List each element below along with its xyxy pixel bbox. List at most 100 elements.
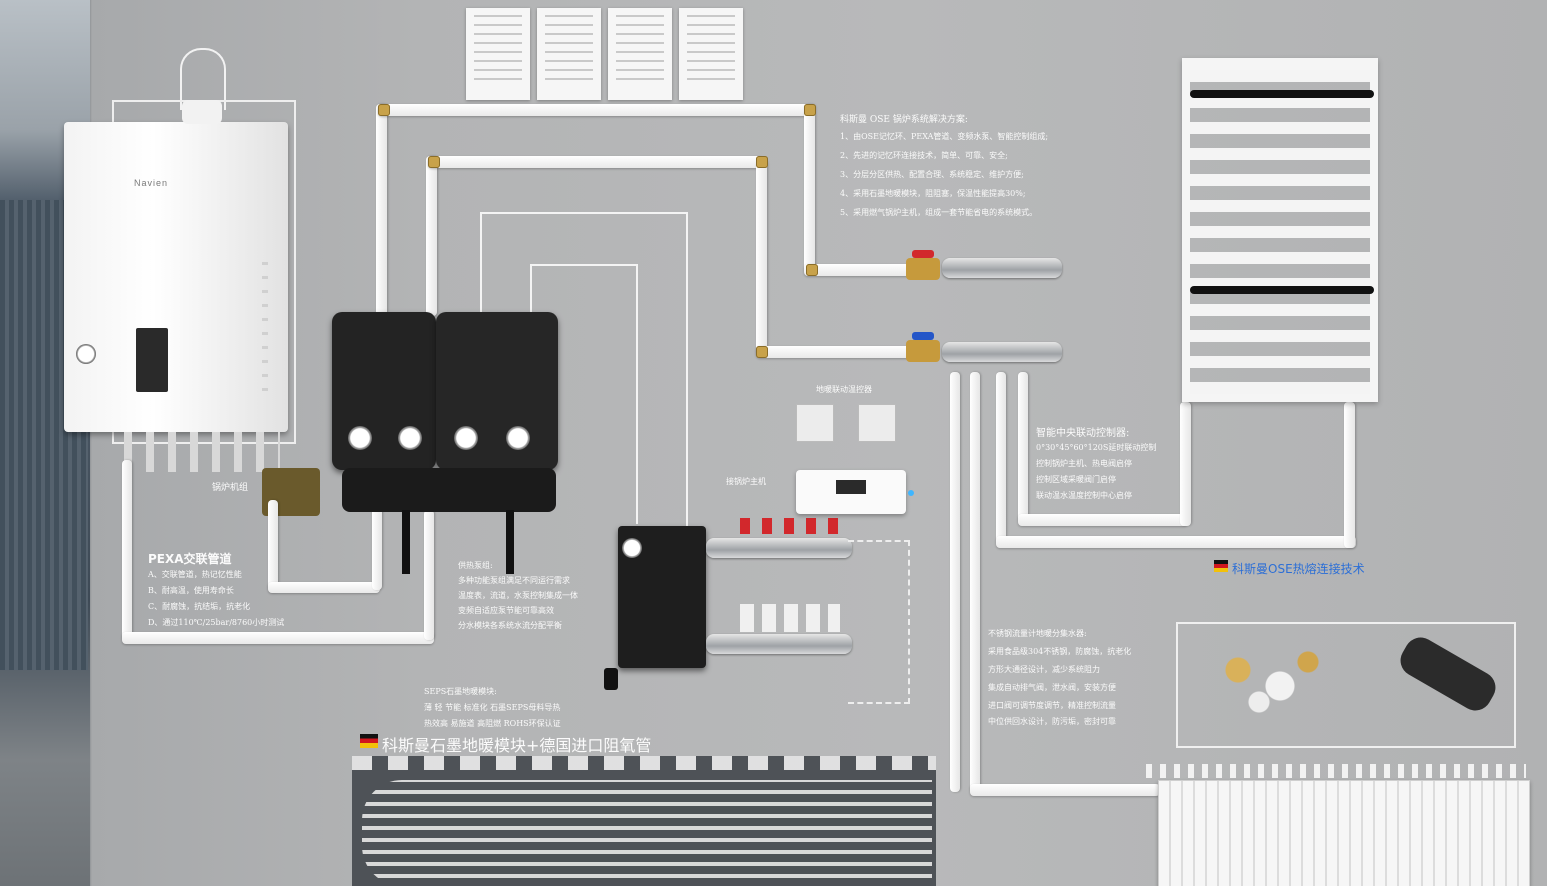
towel-rail-riser-right bbox=[1344, 402, 1355, 548]
towel-rail-return-pipe bbox=[996, 536, 1356, 548]
controller-note-line-1: 0°30°45°60°120S延时联动控制 bbox=[1036, 443, 1157, 452]
towel-radiator bbox=[1182, 58, 1378, 402]
controller-led bbox=[908, 490, 914, 496]
heating-pipe-loops bbox=[362, 780, 932, 886]
pump-gauge-1 bbox=[348, 426, 372, 450]
german-flag-icon-2 bbox=[360, 734, 378, 748]
manifold-valve-blue-1 bbox=[906, 332, 940, 362]
controller-note-line-4: 联动温水温度控制中心启停 bbox=[1036, 491, 1132, 500]
german-flag-icon bbox=[1214, 560, 1228, 572]
graphite-module-title: 科斯曼石墨地暖模块+德国进口阻氧管 bbox=[382, 736, 652, 755]
pump-return-riser bbox=[424, 510, 434, 640]
solution-note-title: 科斯曼 OSE 锅炉系统解决方案: bbox=[840, 115, 968, 125]
thermostat-label: 地暖联动温控器 bbox=[816, 385, 872, 394]
towel-rail-supply-pipe bbox=[1018, 514, 1188, 526]
boiler-return-pipe bbox=[122, 632, 434, 644]
certificate-1 bbox=[466, 8, 530, 100]
boiler-pressure-gauge bbox=[76, 344, 96, 364]
pump-note-line-5: 分水模块各系统水流分配平衡 bbox=[458, 621, 562, 630]
boiler-control-panel bbox=[136, 328, 168, 392]
towel-radiator-clamp-top bbox=[1190, 90, 1374, 98]
second-riser-left bbox=[426, 156, 437, 316]
graphite-module-edge bbox=[352, 756, 936, 770]
boiler-caption: 锅炉机组 bbox=[212, 483, 249, 493]
floor-pump-cable bbox=[604, 668, 618, 690]
outline-loop-left bbox=[480, 212, 482, 312]
graphite-note-line-3: 热效高 易施道 高阻燃 ROHS环保认证 bbox=[424, 719, 561, 728]
boiler-link-label: 接锅炉主机 bbox=[726, 477, 766, 486]
boiler-supply-pipe-b bbox=[268, 500, 278, 592]
outline-loop2-right bbox=[636, 264, 638, 524]
radiator-manifold-lower bbox=[942, 342, 1062, 362]
solution-note-line-5: 5、采用燃气锅炉主机，组成一套节能省电的系统模式。 bbox=[840, 208, 1038, 217]
pump-gauge-4 bbox=[506, 426, 530, 450]
second-pipe-top bbox=[428, 156, 764, 168]
certificate-4 bbox=[679, 8, 743, 100]
solution-note-line-4: 4、采用石墨地暖模块，阻阻塞，保温性能提高30%; bbox=[840, 189, 1026, 198]
pump-note-line-3: 温度表，流道，水泵控制集成一体 bbox=[458, 591, 578, 600]
pipe-fitting-2 bbox=[804, 104, 816, 116]
manifold-note-line-4: 进口阀可调节度调节，精准控制流量 bbox=[988, 701, 1116, 710]
boiler-valves bbox=[110, 432, 280, 472]
controller-note-line-3: 控制区域采暖阀门启停 bbox=[1036, 475, 1116, 484]
pexa-note-title: PEXA交联管道 bbox=[148, 552, 232, 566]
pressing-tool bbox=[1394, 631, 1502, 717]
upper-feed-manifold bbox=[804, 264, 916, 276]
floor-pump-gauge bbox=[622, 538, 642, 558]
manifold-note-title: 不锈钢流量计地暖分集水器: bbox=[988, 629, 1087, 638]
pipe-fitting-4 bbox=[756, 156, 768, 168]
radiator-pipe-down-3 bbox=[996, 372, 1006, 542]
floor-manifold-red-caps bbox=[740, 518, 840, 534]
manifold-note-line-2: 方形大通径设计，减少系统阻力 bbox=[988, 665, 1100, 674]
upper-riser-left bbox=[376, 104, 387, 316]
radiator-pipe-down-2 bbox=[970, 372, 980, 792]
gas-boiler: Navien bbox=[64, 122, 288, 432]
boiler-flue-pipe bbox=[182, 100, 222, 124]
manifold-note-line-3: 集成自动排气阀，泄水阀，安装方便 bbox=[988, 683, 1116, 692]
pump-note-line-4: 变频自适应泵节能可靠高效 bbox=[458, 606, 554, 615]
floor-manifold-supply bbox=[706, 538, 852, 558]
pump-gauge-2 bbox=[398, 426, 422, 450]
boiler-supply-pipe-a bbox=[122, 460, 132, 640]
pump-base-pipe-1 bbox=[402, 510, 410, 574]
floor-pump-station bbox=[618, 526, 706, 668]
pump-base-pipe-2 bbox=[506, 510, 514, 574]
connection-tech-title: 科斯曼OSE热熔连接技术 bbox=[1232, 562, 1365, 576]
certificate-3 bbox=[608, 8, 672, 100]
certificate-2 bbox=[537, 8, 601, 100]
graphite-note-line-2: 薄 轻 节能 标准化 石墨SEPS母料导热 bbox=[424, 703, 561, 712]
panel-radiator-outline bbox=[1146, 764, 1526, 778]
controller-note-title: 智能中央联动控制器: bbox=[1036, 428, 1130, 439]
floor-manifold-return bbox=[706, 634, 852, 654]
boiler-riser-pipe bbox=[372, 500, 382, 590]
towel-rail-riser-left bbox=[1180, 402, 1191, 526]
boiler-brand-text: Navien bbox=[134, 178, 169, 188]
controller-note-line-2: 控制锅炉主机、热电阀启停 bbox=[1036, 459, 1132, 468]
pexa-note-line-3: C、耐腐蚀，抗结垢，抗老化 bbox=[148, 602, 251, 611]
fittings-cluster bbox=[1196, 638, 1336, 718]
controller-display bbox=[836, 480, 866, 494]
towel-radiator-clamp-mid bbox=[1190, 286, 1374, 294]
solution-note-line-3: 3、分层分区供热、配置合理、系统稳定、维护方便; bbox=[840, 170, 1024, 179]
pump-note-line-1: 供热泵组: bbox=[458, 561, 493, 570]
pump-note-line-2: 多种功能泵组满足不同运行需求 bbox=[458, 576, 570, 585]
pexa-note-line-1: A、交联管道，热记忆性能 bbox=[148, 570, 242, 579]
thermostat-2 bbox=[858, 404, 896, 442]
pump-base-block bbox=[342, 468, 556, 512]
upper-pipe-top bbox=[378, 104, 810, 116]
pipe-fitting-3 bbox=[428, 156, 440, 168]
pipe-fitting-6 bbox=[756, 346, 768, 358]
radiator-pipe-down-4 bbox=[1018, 372, 1028, 522]
graphite-note-line-1: SEPS石墨地暖模块: bbox=[424, 687, 497, 696]
pexa-note-line-4: D、通过110℃/25bar/8760小时测试 bbox=[148, 618, 285, 627]
solution-note-line-1: 1、由OSE记忆环、PEXA管道、变频水泵、智能控制组成; bbox=[840, 132, 1049, 141]
manifold-note-line-5: 中位供回水设计，防污垢，密封可靠 bbox=[988, 717, 1116, 726]
radiator-pipe-down-1 bbox=[950, 372, 960, 792]
floor-manifold-actuators bbox=[740, 604, 840, 632]
pipe-fitting-1 bbox=[378, 104, 390, 116]
graphite-heating-module bbox=[352, 756, 936, 886]
thermostat-1 bbox=[796, 404, 834, 442]
pipe-fitting-5 bbox=[806, 264, 818, 276]
outline-loop-top bbox=[480, 212, 688, 214]
boiler-side-buttons bbox=[262, 262, 268, 392]
